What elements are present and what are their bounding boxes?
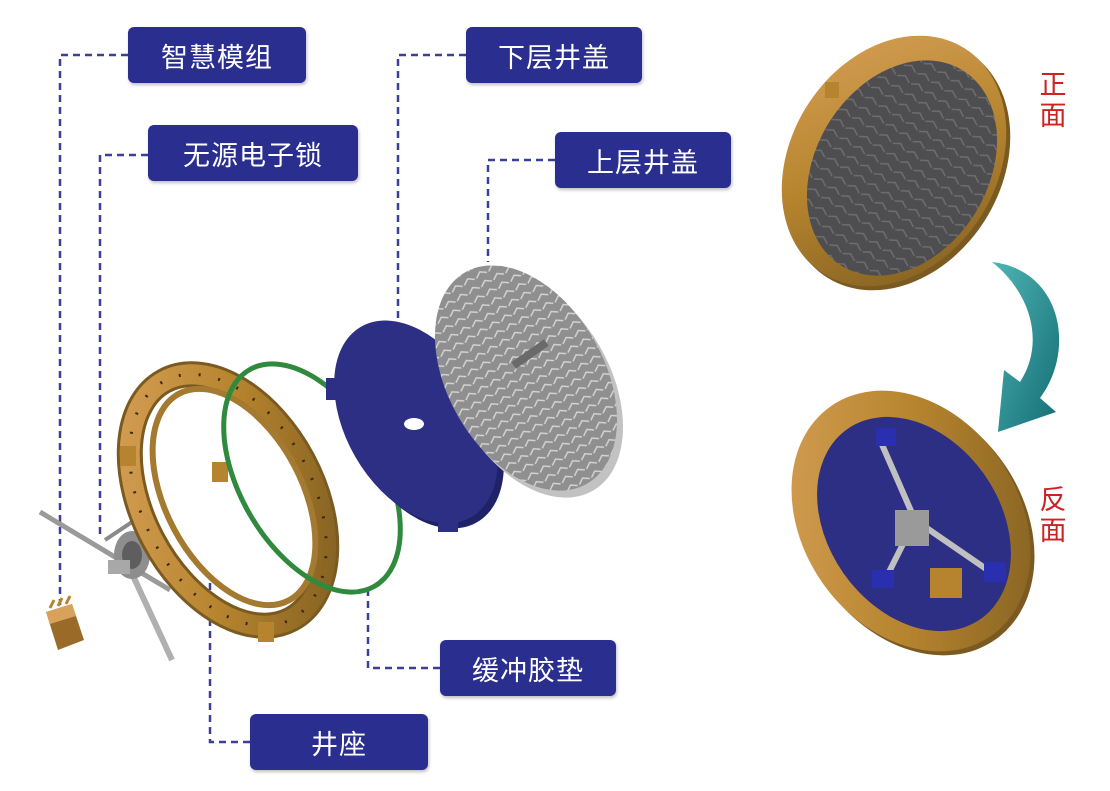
upper-cover-part (434, 265, 624, 498)
smart-module-part (46, 595, 84, 650)
label-upper-cover: 上层井盖 (555, 132, 731, 188)
leader-line-lower-cover (396, 53, 466, 335)
well-seat-part (116, 361, 340, 642)
back-view-label: 反面 (1039, 485, 1067, 547)
label-passive-lock: 无源电子锁 (148, 125, 358, 181)
front-view-part (781, 35, 1011, 291)
leader-lines (58, 53, 555, 744)
leader-line-well-seat (208, 578, 250, 744)
back-view-part (791, 390, 1035, 656)
label-well-seat: 井座 (250, 714, 428, 770)
leader-line-upper-cover (486, 158, 555, 262)
leader-line-buffer-gasket (366, 590, 440, 670)
flip-arrow-icon (992, 262, 1060, 432)
front-view-label: 正面 (1039, 70, 1067, 132)
label-lower-cover: 下层井盖 (466, 27, 642, 83)
leader-line-smart-module (58, 53, 128, 605)
label-buffer-gasket: 缓冲胶垫 (440, 640, 616, 696)
label-smart-module: 智慧模组 (128, 27, 306, 83)
leader-line-passive-lock (98, 153, 148, 535)
